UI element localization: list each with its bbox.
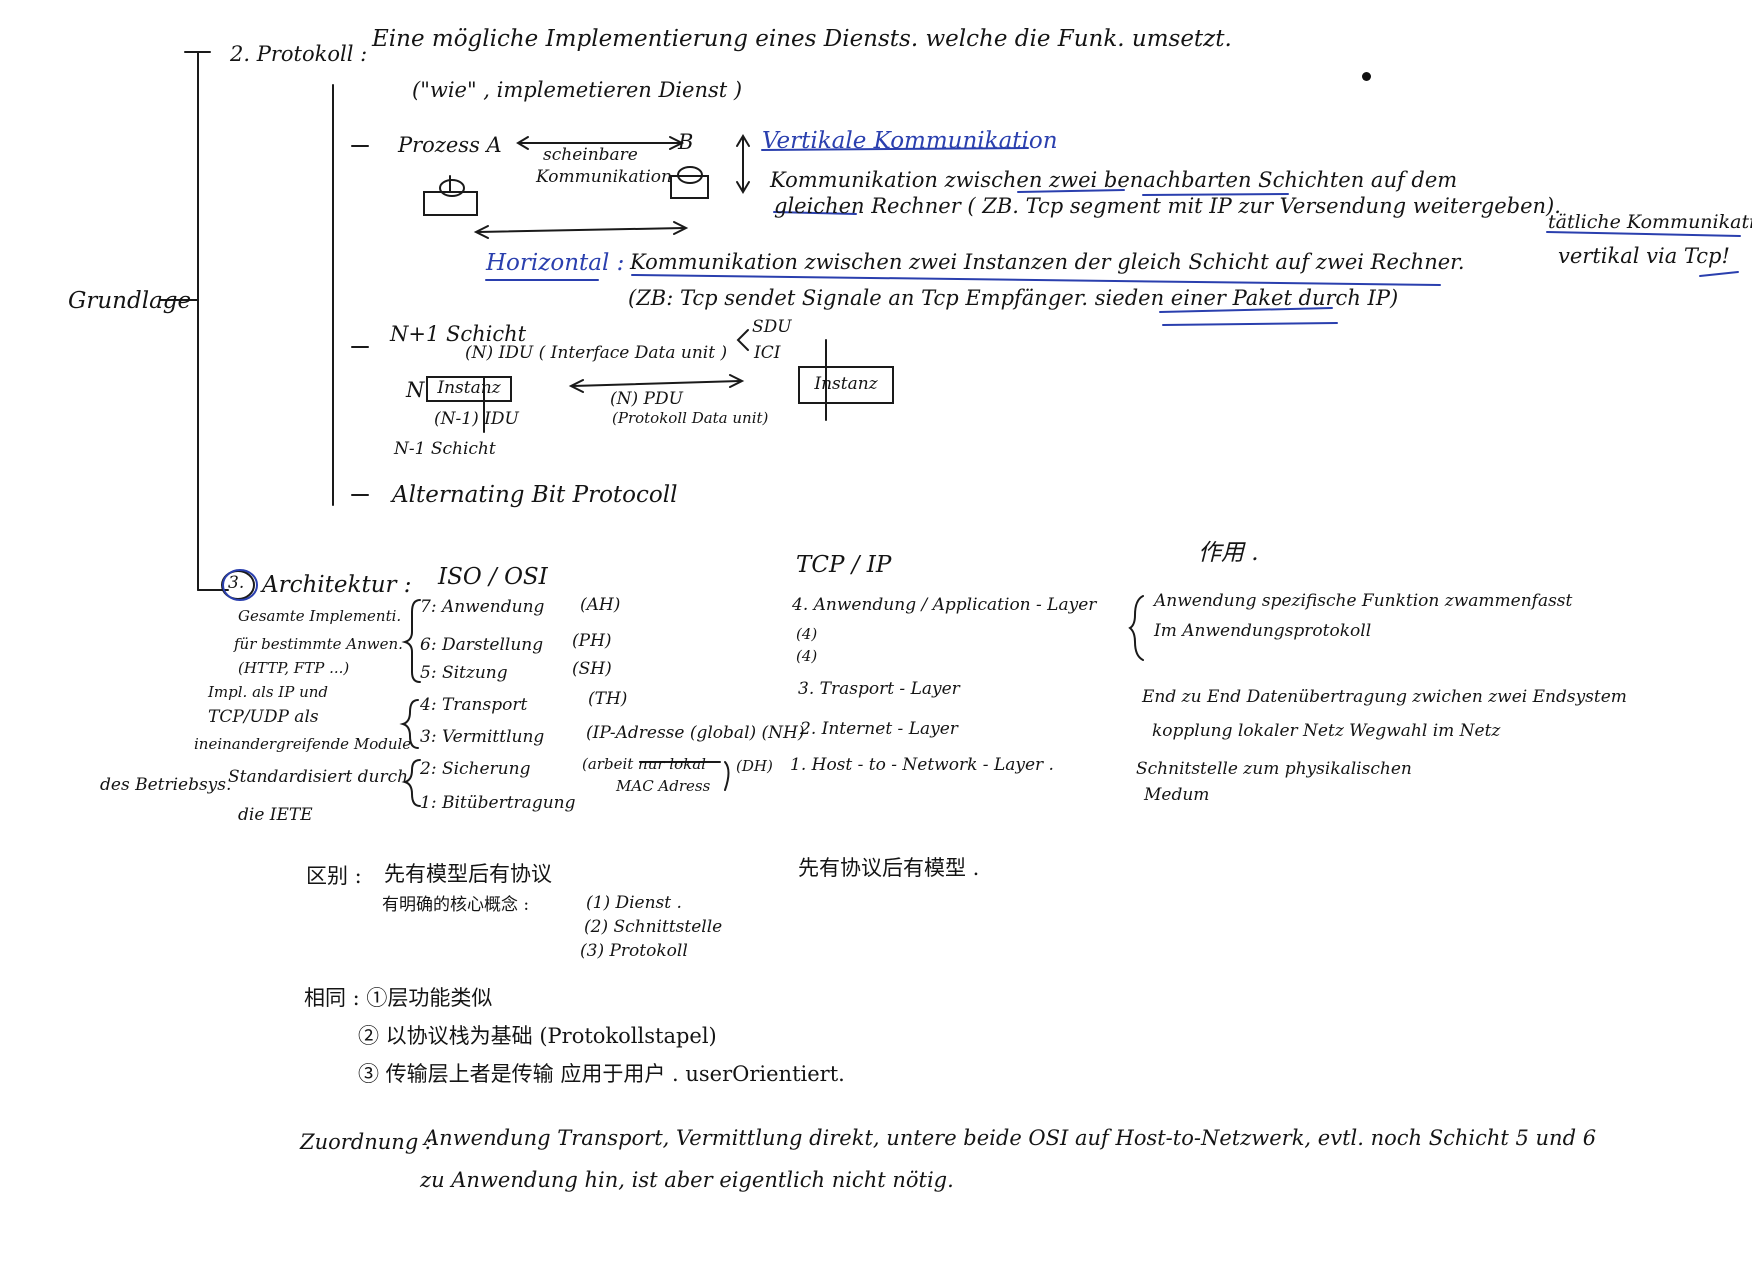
left-note-5: TCP/UDP als [208,707,319,727]
scheinbare-label: scheinbare [543,145,638,165]
idu-label: (N) IDU ( Interface Data unit ) [465,343,728,363]
osi-layer-2-abbr: (arbeit nur lokal [582,755,706,773]
tcp-layer-4: 4. Anwendung / Application - Layer [792,595,1097,615]
protokoll-heading: 2. Protokoll : [230,42,368,66]
protokoll-definition: Eine mögliche Implementierung eines Dien… [372,26,1232,52]
n-minus-1-label: N-1 Schicht [394,439,496,459]
prozess-b-label: B [678,130,694,154]
horizontal-title: Horizontal : [486,250,625,276]
instanz-label-left: Instanz [437,378,501,399]
osi-layer-7-abbr: (AH) [580,595,621,615]
pdu-label: (N) PDU [610,389,683,409]
zuordnung-line-1: Anwendung Transport, Vermittlung direkt,… [424,1126,1597,1150]
osi-layer-6-abbr: (PH) [572,631,612,651]
prozess-a-label: Prozess A [398,133,502,157]
left-note-1: Gesamte Implementi. [238,607,402,625]
taetliche-label: tätliche Kommunikation [1548,211,1752,233]
qubie-label: 区别 : [306,864,362,888]
instanz-box-right: Instanz [798,366,894,404]
xiangtong-note: 相同 : ①层功能类似 [304,986,493,1010]
osi-first-note: 先有模型后有协议 [384,862,552,886]
osi-layer-5-abbr: (SH) [572,659,612,679]
tcp-layer-1: 1. Host - to - Network - Layer . [790,755,1054,775]
left-note-8: Standardisiert durch [228,767,409,787]
mingque-note: 有明确的核心概念 : [382,895,530,915]
ink-dot [1362,72,1371,81]
function-5: Schnitstelle zum physikalischen [1136,759,1412,779]
osi-layer-7: 7: Anwendung [420,597,545,617]
left-note-6: ineinandergreifende Module [194,735,412,753]
osi-layer-3: 3: Vermittlung [420,727,545,747]
konzept-2: (2) Schnittstelle [584,917,723,937]
kommunikation-label: Kommunikation [536,167,672,187]
function-1: Anwendung spezifische Funktion zwammenfa… [1154,591,1573,611]
left-note-3: (HTTP, FTP ...) [238,659,350,677]
zuoyong-label: 作用 . [1198,540,1259,566]
konzept-1: (1) Dienst . [586,893,682,913]
left-note-7: des Betriebsys. [100,775,232,795]
same-3-note: ③ 传输层上者是传输 应用于用户 . userOrientiert. [358,1062,845,1086]
alternating-bit-label: Alternating Bit Protocoll [392,482,678,508]
osi-layer-2: 2: Sicherung [420,759,531,779]
n1-idu-label: (N-1) IDU [434,409,519,429]
osi-layer-3-abbr: (IP-Adresse (global) (NH) [586,723,805,743]
osi-layer-4-abbr: (TH) [588,689,628,709]
left-note-4: Impl. als IP und [208,683,328,701]
function-3: End zu End Datenübertragung zwichen zwei… [1142,687,1627,707]
vertikal-text-2: gleichen Rechner ( ZB. Tcp segment mit I… [774,194,1561,218]
vertikal-text-1: Kommunikation zwischen zwei benachbarten… [770,168,1458,192]
ici-label: ICI [754,343,781,363]
root-label: Grundlage [68,288,192,314]
function-6: Medum [1144,785,1210,805]
left-note-2: für bestimmte Anwen. [234,635,403,653]
iso-osi-title: ISO / OSI [438,564,548,590]
n1-schicht-label: N+1 Schicht [390,322,527,346]
zuordnung-line-2: zu Anwendung hin, ist aber eigentlich ni… [420,1168,954,1192]
konzept-3: (3) Protokoll [580,941,688,961]
tcp-layer-2: 2. Internet - Layer [800,719,958,739]
tcp-layer-4-a: (4) [796,625,818,643]
left-note-9: die IETE [238,805,313,825]
osi-layer-4: 4: Transport [420,695,528,715]
vertikal-via-label: vertikal via Tcp! [1558,244,1730,268]
sdu-label: SDU [752,317,792,337]
function-4: kopplung lokaler Netz Wegwahl im Netz [1152,721,1501,741]
tcp-layer-4-b: (4) [796,647,818,665]
architektur-heading: Architektur : [262,572,412,598]
instanz-label-right: Instanz [814,374,878,395]
tcp-first-note: 先有协议后有模型 . [798,856,980,880]
n-label: N [406,378,425,402]
protokoll-definition-2: ("wie" , implemetieren Dienst ) [412,78,743,102]
instanz-box-left: Instanz [426,376,512,402]
vertikal-title: Vertikale Kommunikation [762,128,1058,154]
osi-layer-1: 1: Bitübertragung [420,793,576,813]
osi-layer-6: 6: Darstellung [420,635,544,655]
tcpip-title: TCP / IP [796,552,892,578]
same-2-note: ② 以协议栈为基础 (Protokollstapel) [358,1024,717,1048]
dh-label: (DH) [736,757,773,775]
architektur-number: 3. [228,573,245,593]
osi-layer-5: 5: Sitzung [420,663,508,683]
mac-adress-label: MAC Adress [616,777,711,795]
function-2: Im Anwendungsprotokoll [1154,621,1372,641]
zuordnung-label: Zuordnung : [300,1130,433,1154]
horizontal-example: (ZB: Tcp sendet Signale an Tcp Empfänger… [628,286,1399,310]
tcp-layer-3: 3. Trasport - Layer [798,679,960,699]
pdu-full-label: (Protokoll Data unit) [612,409,769,427]
horizontal-text: Kommunikation zwischen zwei Instanzen de… [630,250,1465,274]
